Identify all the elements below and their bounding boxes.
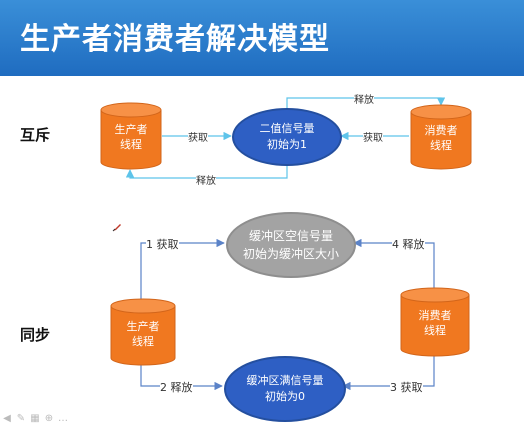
mutex-producer-release-label: 释放 bbox=[196, 172, 216, 187]
mutex-label: 互斥 bbox=[20, 126, 51, 144]
sync-step4-label: 4 释放 bbox=[392, 236, 425, 252]
more-icon[interactable]: … bbox=[58, 413, 68, 424]
slideshow-toolbar: ◀ ✎ ▦ ⊕ … bbox=[2, 414, 68, 424]
sync-step1-label: 1 获取 bbox=[146, 236, 179, 252]
mutex-producer-line1: 生产者 bbox=[114, 123, 148, 136]
slide-title: 生产者消费者解决模型 bbox=[20, 22, 330, 57]
sync-step1-arrow bbox=[140, 238, 225, 300]
pen-cursor-icon bbox=[112, 224, 121, 232]
mutex-producer-acquire-label: 获取 bbox=[188, 129, 208, 144]
mutex-producer-line2: 线程 bbox=[120, 138, 142, 151]
slide-header: 生产者消费者解决模型 bbox=[0, 0, 524, 76]
sync-full-sem-line2: 初始为0 bbox=[265, 390, 305, 403]
sync-full-sem-line1: 缓冲区满信号量 bbox=[246, 374, 324, 387]
mutex-producer-cylinder: 生产者 线程 bbox=[100, 102, 162, 170]
mutex-consumer-acquire-label: 获取 bbox=[363, 129, 383, 144]
sync-producer-line2: 线程 bbox=[132, 335, 154, 348]
sync-empty-semaphore-ellipse: 缓冲区空信号量 初始为缓冲区大小 bbox=[226, 212, 356, 278]
sync-empty-sem-line1: 缓冲区空信号量 bbox=[248, 229, 333, 243]
mutex-consumer-cylinder: 消费者 线程 bbox=[410, 104, 472, 170]
sync-producer-cylinder: 生产者 线程 bbox=[110, 298, 176, 366]
prev-arrow-icon[interactable]: ◀ bbox=[3, 413, 11, 424]
sync-step3-label: 3 获取 bbox=[390, 379, 423, 395]
sync-step4-arrow bbox=[353, 238, 435, 288]
pen-tool-icon[interactable]: ✎ bbox=[16, 413, 26, 424]
slides-grid-icon[interactable]: ▦ bbox=[30, 413, 40, 424]
sync-empty-sem-line2: 初始为缓冲区大小 bbox=[242, 247, 339, 261]
mutex-semaphore-line2: 初始为1 bbox=[267, 138, 307, 151]
zoom-icon[interactable]: ⊕ bbox=[44, 413, 54, 424]
mutex-consumer-release-label: 释放 bbox=[354, 91, 374, 106]
sync-consumer-line1: 消费者 bbox=[418, 309, 452, 322]
sync-step3-arrow bbox=[342, 355, 435, 391]
mutex-consumer-line1: 消费者 bbox=[424, 124, 458, 137]
sync-label: 同步 bbox=[20, 326, 51, 344]
sync-producer-line1: 生产者 bbox=[126, 320, 160, 333]
mutex-semaphore-ellipse: 二值信号量 初始为1 bbox=[232, 108, 342, 166]
mutex-consumer-line2: 线程 bbox=[430, 139, 452, 152]
sync-consumer-line2: 线程 bbox=[424, 324, 446, 337]
sync-step2-label: 2 释放 bbox=[160, 379, 193, 395]
sync-step2-arrow bbox=[140, 365, 223, 391]
sync-full-semaphore-ellipse: 缓冲区满信号量 初始为0 bbox=[224, 356, 346, 422]
sync-consumer-cylinder: 消费者 线程 bbox=[400, 287, 470, 357]
mutex-semaphore-line1: 二值信号量 bbox=[259, 122, 315, 135]
